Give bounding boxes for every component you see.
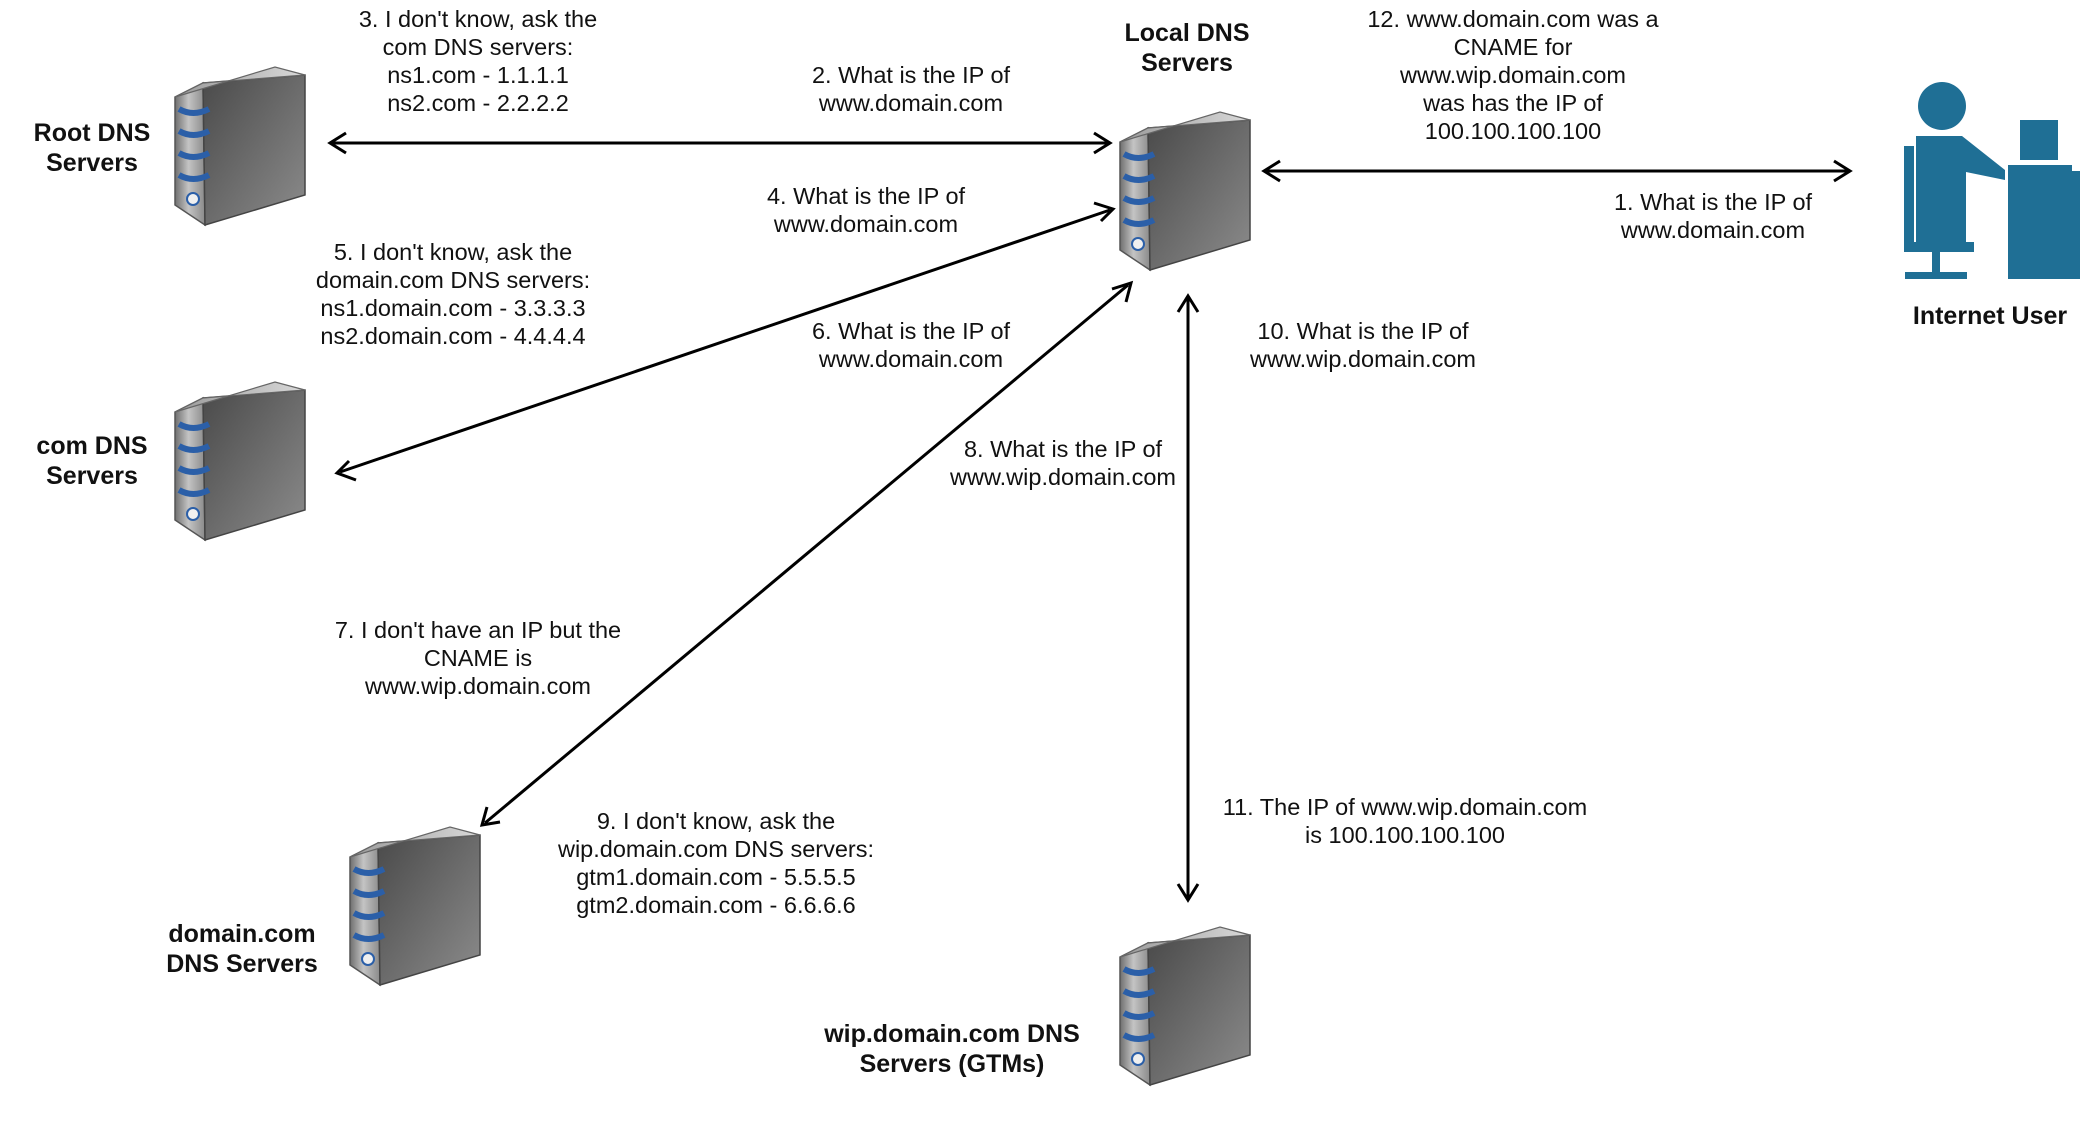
step-10-line-2: www.wip.domain.com [1250,346,1476,372]
domain-dns-label-line-2: DNS Servers [166,950,318,978]
step-6-label: 6. What is the IP of www.domain.com [812,317,1010,373]
step-11-line-2: is 100.100.100.100 [1305,822,1505,848]
step-3-line-3: ns1.com - 1.1.1.1 [387,62,569,88]
root-dns-label-line-1: Root DNS [33,119,151,147]
root-dns-server-icon [175,67,305,225]
step-1-label: 1. What is the IP of www.domain.com [1614,188,1812,244]
domain-dns-label-line-1: domain.com [168,920,316,948]
wip-dns-label: wip.domain.com DNS Servers (GTMs) [824,1019,1080,1079]
step-2-line-2: www.domain.com [818,90,1004,116]
domain-dns-label: domain.com DNS Servers [166,919,317,979]
com-dns-label-line-2: Servers [46,462,138,490]
step-10-line-1: 10. What is the IP of [1257,318,1469,344]
step-1-line-2: www.domain.com [1620,217,1806,243]
wip-dns-server-icon [1120,927,1250,1085]
step-2-line-1: 2. What is the IP of [811,62,1011,88]
step-9-line-2: wip.domain.com DNS servers: [557,836,875,862]
step-9-line-3: gtm1.domain.com - 5.5.5.5 [576,864,856,890]
root-dns-label: Root DNS Servers [34,118,151,178]
arrow-com-local [334,201,1116,482]
com-dns-label: com DNS Servers [36,431,147,491]
step-11-label: 11. The IP of www.wip.domain.com is 100.… [1223,793,1587,849]
arrow-domain-local [479,280,1134,827]
internet-user-label-line-1: Internet User [1912,302,2068,330]
step-5-line-1: 5. I don't know, ask the [333,239,573,265]
step-5-label: 5. I don't know, ask the domain.com DNS … [316,238,590,350]
internet-user-label: Internet User [1913,301,2067,331]
wip-dns-label-line-2: Servers (GTMs) [859,1050,1045,1078]
step-3-label: 3. I don't know, ask the com DNS servers… [359,5,597,117]
com-dns-server-icon [175,382,305,540]
local-dns-label: Local DNS Servers [1124,18,1249,78]
root-dns-label-line-2: Servers [46,149,138,177]
step-7-line-2: CNAME is [423,645,533,671]
step-12-line-1: 12. www.domain.com was a [1367,6,1659,32]
step-4-line-2: www.domain.com [773,211,959,237]
step-9-line-4: gtm2.domain.com - 6.6.6.6 [576,892,856,918]
step-9-label: 9. I don't know, ask the wip.domain.com … [558,807,874,919]
step-8-label: 8. What is the IP of www.wip.domain.com [950,435,1176,491]
step-8-line-1: 8. What is the IP of [963,436,1163,462]
step-12-label: 12. www.domain.com was a CNAME for www.w… [1367,5,1658,145]
step-9-line-1: 9. I don't know, ask the [596,808,836,834]
step-1-line-1: 1. What is the IP of [1613,189,1813,215]
step-7-label: 7. I don't have an IP but the CNAME is w… [335,616,621,700]
step-3-line-2: com DNS servers: [382,34,574,60]
com-dns-label-line-1: com DNS [36,432,148,460]
step-3-line-4: ns2.com - 2.2.2.2 [387,90,569,116]
step-4-label: 4. What is the IP of www.domain.com [767,182,965,238]
step-7-line-1: 7. I don't have an IP but the [334,617,622,643]
step-12-line-2: CNAME for [1453,34,1573,60]
arrow-local-wip [1176,293,1200,903]
step-5-line-2: domain.com DNS servers: [315,267,591,293]
step-6-line-2: www.domain.com [818,346,1004,372]
step-3-line-1: 3. I don't know, ask the [358,6,598,32]
local-dns-label-line-2: Servers [1141,49,1233,77]
step-6-line-1: 6. What is the IP of [811,318,1011,344]
step-2-label: 2. What is the IP of www.domain.com [812,61,1010,117]
local-dns-label-line-1: Local DNS [1124,19,1250,47]
step-12-line-3: www.wip.domain.com [1400,62,1626,88]
step-8-line-2: www.wip.domain.com [950,464,1176,490]
internet-user-icon [1904,82,2080,279]
step-10-label: 10. What is the IP of www.wip.domain.com [1250,317,1476,373]
step-12-line-4: was has the IP of [1423,90,1603,116]
step-7-line-3: www.wip.domain.com [365,673,591,699]
step-5-line-3: ns1.domain.com - 3.3.3.3 [320,295,586,321]
step-12-line-5: 100.100.100.100 [1424,118,1602,144]
step-5-line-4: ns2.domain.com - 4.4.4.4 [320,323,586,349]
arrow-root-local [327,131,1113,155]
step-11-line-1: 11. The IP of www.wip.domain.com [1222,794,1588,820]
local-dns-server-icon [1120,112,1250,270]
wip-dns-label-line-1: wip.domain.com DNS [824,1020,1080,1048]
domain-dns-server-icon [350,827,480,985]
arrow-local-user [1261,159,1853,183]
step-4-line-1: 4. What is the IP of [766,183,966,209]
